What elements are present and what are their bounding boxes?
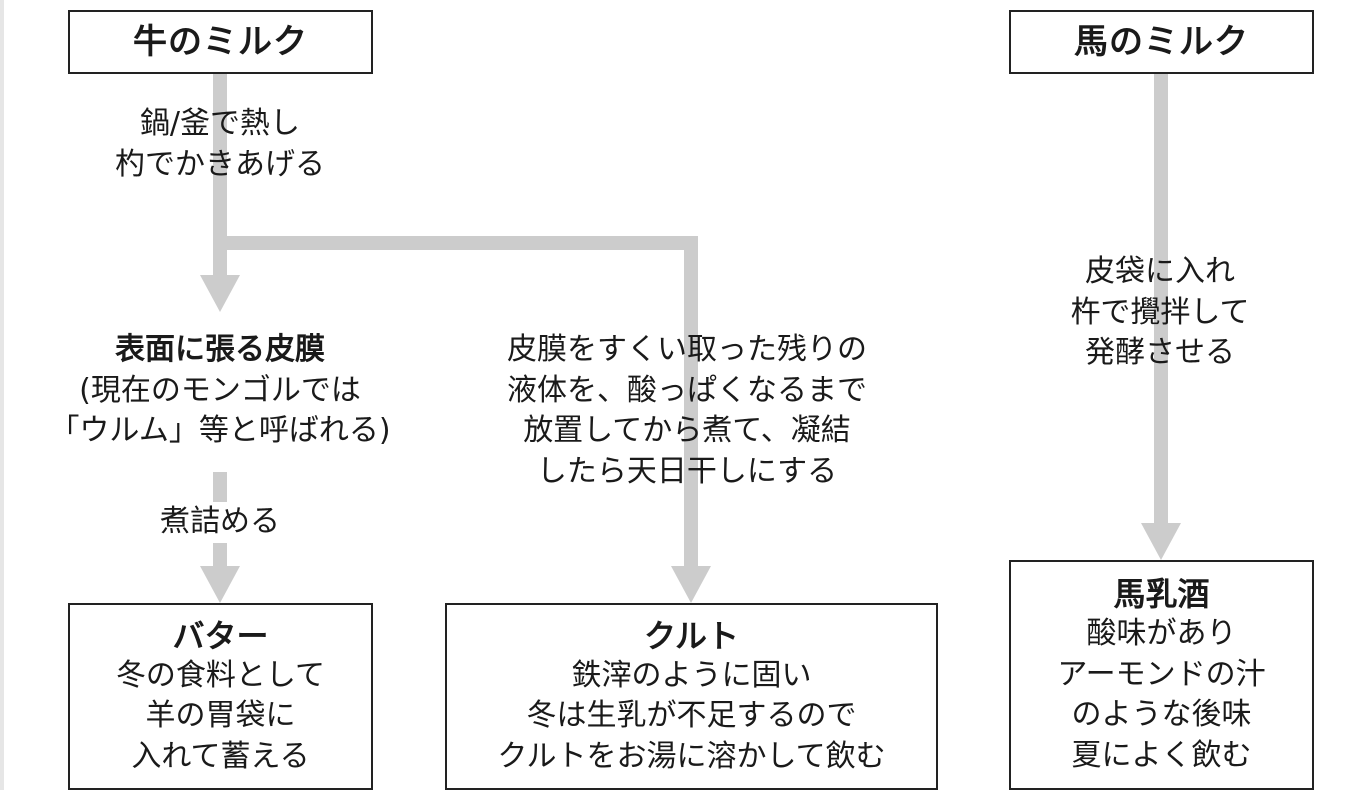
node-kumis-line-3: のような後味 — [1071, 697, 1252, 732]
edge-label-boil-down: 煮詰める — [120, 502, 320, 543]
arrow-head-butter — [200, 566, 240, 603]
edge-heat-line-2: 杓でかきあげる — [115, 146, 325, 182]
node-cow-milk-title: 牛のミルク — [133, 21, 308, 62]
node-butter-title: バター — [172, 616, 269, 655]
node-butter-line-3: 入れて蓄える — [131, 738, 310, 774]
node-butter-line-1: 冬の食料として — [115, 657, 326, 693]
node-horse-milk: 馬のミルク — [1009, 10, 1314, 74]
node-kumis-line-1: 酸味があり — [1086, 616, 1237, 651]
edge-residue-line-4: したら天日干しにする — [536, 453, 838, 489]
page-edge — [0, 0, 4, 790]
edge-label-residue: 皮膜をすくい取った残りの 液体を、酸っぱくなるまで 放置してから煮て、凝結 した… — [452, 330, 922, 492]
node-kumis-line-4: 夏によく飲む — [1071, 737, 1252, 773]
node-kumis: 馬乳酒 酸味があり アーモンドの汁 のような後味 夏によく飲む — [1009, 560, 1314, 790]
edge-ferment-line-3: 発酵させる — [1085, 335, 1235, 370]
arrow-head-kurut — [671, 566, 711, 603]
arrow-branch-to-kurut-shaft — [213, 236, 698, 568]
node-horse-milk-title: 馬のミルク — [1074, 21, 1249, 62]
edge-label-ferment: 皮袋に入れ 杵で攪拌して 発酵させる — [1010, 252, 1310, 374]
node-kurut-line-3: クルトをお湯に溶かして飲む — [497, 738, 886, 774]
node-skin-line-1: (現在のモンゴルでは — [79, 372, 361, 408]
node-kumis-title: 馬乳酒 — [1113, 575, 1210, 613]
node-kurut: クルト 鉄滓のように固い 冬は生乳が不足するので クルトをお湯に溶かして飲む — [445, 603, 938, 790]
edge-residue-line-2: 液体を、酸っぱくなるまで — [507, 372, 867, 408]
edge-ferment-line-2: 杵で攪拌して — [1070, 294, 1250, 330]
node-cow-milk: 牛のミルク — [68, 10, 373, 74]
edge-residue-line-1: 皮膜をすくい取った残りの — [507, 332, 867, 367]
node-skin: 表面に張る皮膜 (現在のモンゴルでは 「ウルム」等と呼ばれる) — [10, 330, 430, 452]
node-kumis-line-2: アーモンドの汁 — [1057, 656, 1266, 692]
edge-residue-line-3: 放置してから煮て、凝結 — [523, 413, 851, 448]
node-skin-line-2: 「ウルム」等と呼ばれる) — [49, 413, 391, 448]
node-butter-line-2: 羊の胃袋に — [145, 698, 296, 734]
node-kurut-line-2: 冬は生乳が不足するので — [526, 698, 857, 734]
arrow-head-skin — [200, 275, 240, 312]
node-kurut-title: クルト — [643, 616, 740, 655]
node-kurut-line-1: 鉄滓のように固い — [571, 657, 812, 693]
edge-ferment-line-1: 皮袋に入れ — [1085, 254, 1235, 289]
edge-heat-line-1: 鍋/釜で熱し — [139, 106, 301, 141]
node-skin-title: 表面に張る皮膜 — [115, 332, 325, 367]
edge-label-heat: 鍋/釜で熱し 杓でかきあげる — [40, 104, 400, 185]
node-butter: バター 冬の食料として 羊の胃袋に 入れて蓄える — [68, 603, 373, 790]
edge-boil-down-line-1: 煮詰める — [160, 504, 280, 539]
arrow-head-kumis — [1141, 523, 1181, 560]
